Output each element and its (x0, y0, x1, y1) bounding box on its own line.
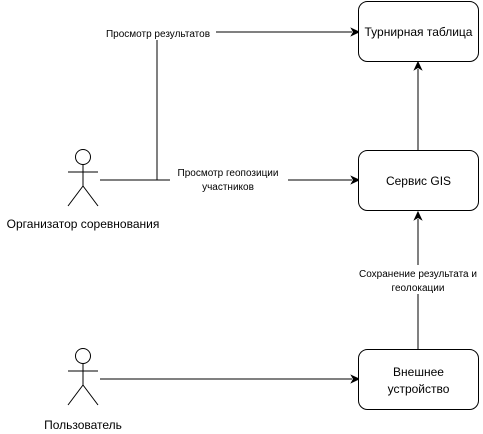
actor-organizer-label: Организатор соревнования (7, 217, 160, 231)
edge-label-view-geoposition-line2: участников (202, 182, 254, 193)
arrowhead-save-result (413, 210, 423, 221)
node-external-device-line2: устройство (388, 382, 450, 396)
stick-figure-icon (67, 149, 99, 207)
node-external-device-line1: Внешнее (393, 365, 444, 379)
stick-figure-icon (67, 348, 99, 406)
actor-user[interactable]: Пользователь (44, 348, 122, 433)
actor-organizer[interactable]: Организатор соревнования (7, 149, 160, 232)
edge-label-view-results-text: Просмотр результатов (106, 29, 210, 40)
node-external-device[interactable]: Внешнее устройство (358, 349, 479, 410)
edge-user-to-device (100, 374, 361, 384)
edge-label-save-result: Сохранение результата и геолокации (350, 265, 483, 294)
node-gis-service-label: Сервис GIS (386, 174, 451, 188)
node-gis-service[interactable]: Сервис GIS (358, 150, 479, 211)
actor-user-label: Пользователь (44, 418, 122, 432)
edge-label-save-result-line2: геолокации (392, 283, 445, 294)
node-leaderboard-label: Турнирная таблица (365, 25, 473, 39)
arrowhead-user-to-device (350, 374, 361, 384)
edge-label-view-geoposition: Просмотр геопозиции участников (170, 165, 288, 193)
edge-label-view-results: Просмотр результатов (100, 27, 216, 40)
edge-label-view-geoposition-line1: Просмотр геопозиции (178, 168, 279, 179)
edge-label-save-result-line1: Сохранение результата и (359, 269, 477, 280)
arrowhead-view-geoposition (350, 175, 361, 185)
edge-view-results (100, 27, 361, 181)
arrowhead-view-results (350, 27, 361, 37)
edge-gis-to-leaderboard (413, 60, 423, 150)
arrowhead-gis-to-leaderboard (413, 60, 423, 71)
node-leaderboard[interactable]: Турнирная таблица (358, 1, 479, 62)
